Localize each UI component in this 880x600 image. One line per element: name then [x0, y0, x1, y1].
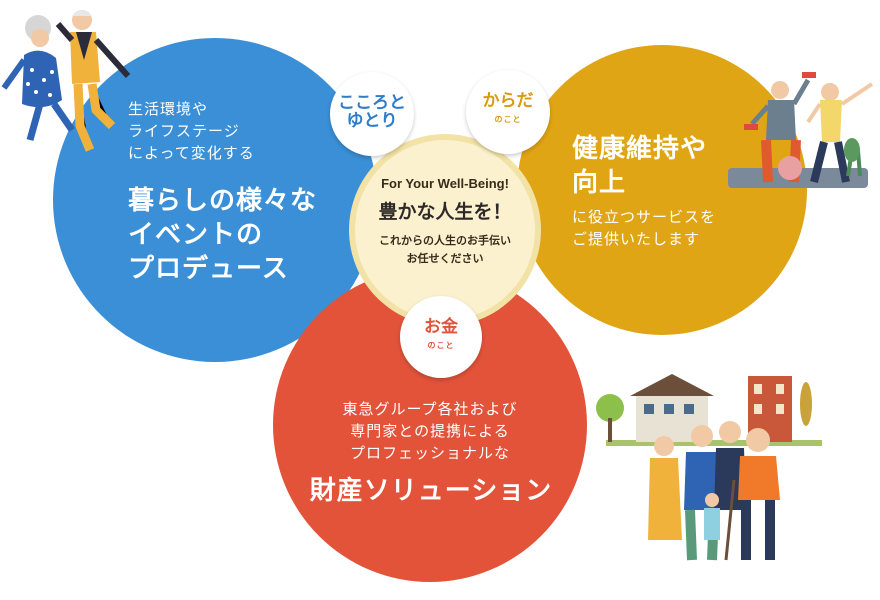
badge-karada: からだ のこと	[466, 70, 550, 154]
life-title-line: イベントの	[128, 220, 264, 250]
money-lead-line: プロフェッショナルな	[349, 444, 510, 462]
life-lead-line: 生活環境や	[128, 100, 209, 118]
badge-okane: お金 のこと	[400, 296, 482, 378]
life-lead-line: によって変化する	[128, 144, 255, 162]
badge-kokoro: こころと ゆとり	[330, 72, 414, 156]
center-title: 豊かな人生を！	[378, 201, 512, 223]
body-title-line: 健康維持や	[572, 134, 708, 164]
life-lead: 生活環境や ライフステージ によって変化する	[128, 98, 255, 164]
badge-kokoro-line2: ゆとり	[346, 111, 398, 131]
money-title: 財産ソリューション	[309, 476, 553, 506]
life-lead-line: ライフステージ	[128, 122, 240, 140]
life-title-line: プロデュース	[128, 254, 289, 284]
money-lead: 東急グループ各社および 専門家との提携による プロフェッショナルな	[310, 398, 550, 464]
body-lead-line: に役立つサービスを	[572, 208, 717, 226]
center-sub-line: これからの人生のお手伝い	[379, 234, 511, 247]
money-lead-line: 専門家との提携による	[350, 422, 510, 440]
body-title: 健康維持や 向上	[572, 132, 707, 200]
family-houses-illustration	[596, 374, 822, 561]
body-circle	[517, 45, 807, 335]
badge-okane-sub: のこと	[427, 341, 455, 350]
exercise-illustration	[728, 72, 874, 188]
body-title-line: 向上	[572, 168, 627, 198]
body-lead: に役立つサービスを ご提供いたします	[572, 206, 716, 250]
center-block: For Your Well-Being! 豊かな人生を！ これからの人生のお手伝…	[355, 176, 535, 266]
center-tagline: For Your Well-Being!	[381, 176, 509, 191]
badge-okane-main: お金	[424, 317, 458, 337]
dancing-couple-illustration	[1, 10, 131, 152]
badge-karada-main: からだ	[482, 91, 534, 111]
money-lead-line: 東急グループ各社および	[342, 400, 518, 418]
life-title-line: 暮らしの様々な	[128, 186, 318, 216]
center-sub-line: お任せください	[406, 252, 484, 265]
badge-kokoro-line1: こころと	[338, 93, 406, 113]
body-lead-line: ご提供いたします	[572, 230, 701, 248]
badge-karada-sub: のこと	[494, 115, 522, 124]
life-title: 暮らしの様々な イベントの プロデュース	[128, 184, 317, 286]
life-circle	[53, 38, 377, 362]
center-circle	[355, 140, 535, 320]
money-circle	[273, 268, 587, 582]
